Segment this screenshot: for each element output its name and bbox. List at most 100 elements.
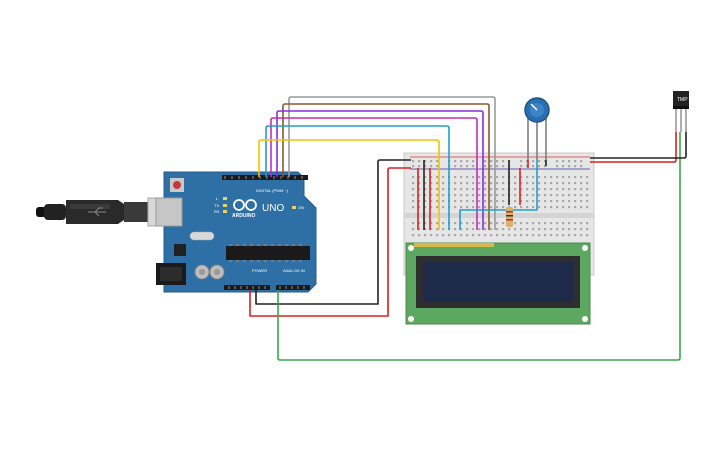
- breadboard-hole[interactable]: [532, 182, 535, 185]
- breadboard-hole[interactable]: [478, 206, 481, 209]
- breadboard-hole[interactable]: [586, 234, 589, 237]
- breadboard-hole[interactable]: [466, 176, 469, 179]
- breadboard-hole[interactable]: [478, 194, 481, 197]
- breadboard-hole[interactable]: [526, 182, 529, 185]
- breadboard-hole[interactable]: [556, 176, 559, 179]
- breadboard-hole[interactable]: [520, 206, 523, 209]
- breadboard-hole[interactable]: [568, 234, 571, 237]
- breadboard-hole[interactable]: [472, 228, 475, 231]
- breadboard-hole[interactable]: [574, 206, 577, 209]
- breadboard-hole[interactable]: [436, 188, 439, 191]
- breadboard-hole[interactable]: [460, 234, 463, 237]
- breadboard-hole[interactable]: [514, 182, 517, 185]
- breadboard-hole[interactable]: [430, 228, 433, 231]
- breadboard-hole[interactable]: [568, 165, 571, 168]
- breadboard-hole[interactable]: [526, 194, 529, 197]
- breadboard-hole[interactable]: [502, 194, 505, 197]
- breadboard-hole[interactable]: [424, 182, 427, 185]
- breadboard-hole[interactable]: [574, 200, 577, 203]
- breadboard-hole[interactable]: [478, 200, 481, 203]
- breadboard-hole[interactable]: [514, 234, 517, 237]
- breadboard-hole[interactable]: [484, 206, 487, 209]
- breadboard-hole[interactable]: [436, 228, 439, 231]
- breadboard-hole[interactable]: [430, 194, 433, 197]
- breadboard-hole[interactable]: [484, 182, 487, 185]
- breadboard-hole[interactable]: [484, 165, 487, 168]
- breadboard-hole[interactable]: [532, 176, 535, 179]
- breadboard-hole[interactable]: [490, 165, 493, 168]
- breadboard-hole[interactable]: [574, 228, 577, 231]
- wire-red-sensor[interactable]: [590, 132, 677, 163]
- breadboard-hole[interactable]: [484, 200, 487, 203]
- breadboard-hole[interactable]: [454, 176, 457, 179]
- wire-black-sensor[interactable]: [590, 132, 687, 159]
- breadboard-hole[interactable]: [430, 182, 433, 185]
- wire-purple[interactable]: [276, 110, 484, 230]
- breadboard-hole[interactable]: [418, 206, 421, 209]
- wire-gray[interactable]: [288, 96, 496, 230]
- breadboard-hole[interactable]: [568, 160, 571, 163]
- wire-magenta[interactable]: [270, 117, 478, 230]
- breadboard-hole[interactable]: [424, 206, 427, 209]
- breadboard-hole[interactable]: [430, 200, 433, 203]
- breadboard-hole[interactable]: [580, 206, 583, 209]
- breadboard-hole[interactable]: [436, 206, 439, 209]
- breadboard-hole[interactable]: [436, 182, 439, 185]
- breadboard-hole[interactable]: [520, 160, 523, 163]
- breadboard-hole[interactable]: [520, 200, 523, 203]
- breadboard-hole[interactable]: [424, 200, 427, 203]
- breadboard-hole[interactable]: [544, 176, 547, 179]
- breadboard-hole[interactable]: [478, 222, 481, 225]
- breadboard-hole[interactable]: [496, 182, 499, 185]
- breadboard-hole[interactable]: [412, 165, 415, 168]
- breadboard-hole[interactable]: [496, 206, 499, 209]
- breadboard-hole[interactable]: [412, 182, 415, 185]
- breadboard-hole[interactable]: [538, 176, 541, 179]
- breadboard-hole[interactable]: [490, 228, 493, 231]
- breadboard-hole[interactable]: [496, 165, 499, 168]
- breadboard-hole[interactable]: [490, 222, 493, 225]
- breadboard-hole[interactable]: [556, 160, 559, 163]
- breadboard-hole[interactable]: [562, 222, 565, 225]
- breadboard-hole[interactable]: [562, 188, 565, 191]
- breadboard-hole[interactable]: [544, 165, 547, 168]
- breadboard-hole[interactable]: [460, 176, 463, 179]
- breadboard-hole[interactable]: [574, 222, 577, 225]
- breadboard-hole[interactable]: [514, 176, 517, 179]
- breadboard-hole[interactable]: [442, 228, 445, 231]
- breadboard-hole[interactable]: [466, 165, 469, 168]
- wire-cyan-pot[interactable]: [459, 160, 538, 230]
- breadboard-hole[interactable]: [520, 176, 523, 179]
- breadboard-hole[interactable]: [550, 234, 553, 237]
- breadboard-hole[interactable]: [568, 188, 571, 191]
- breadboard-hole[interactable]: [484, 222, 487, 225]
- breadboard-hole[interactable]: [436, 194, 439, 197]
- breadboard-hole[interactable]: [538, 165, 541, 168]
- breadboard-hole[interactable]: [514, 206, 517, 209]
- breadboard-hole[interactable]: [574, 234, 577, 237]
- breadboard-hole[interactable]: [442, 234, 445, 237]
- breadboard-hole[interactable]: [418, 176, 421, 179]
- breadboard-hole[interactable]: [418, 222, 421, 225]
- breadboard-hole[interactable]: [514, 222, 517, 225]
- breadboard-hole[interactable]: [424, 165, 427, 168]
- breadboard-hole[interactable]: [520, 222, 523, 225]
- wire-cyan[interactable]: [265, 125, 450, 230]
- breadboard-hole[interactable]: [496, 176, 499, 179]
- breadboard-hole[interactable]: [502, 160, 505, 163]
- breadboard-hole[interactable]: [562, 200, 565, 203]
- breadboard-hole[interactable]: [460, 194, 463, 197]
- breadboard-hole[interactable]: [436, 222, 439, 225]
- breadboard-hole[interactable]: [580, 188, 583, 191]
- breadboard-hole[interactable]: [490, 176, 493, 179]
- breadboard-hole[interactable]: [460, 165, 463, 168]
- breadboard-hole[interactable]: [442, 222, 445, 225]
- breadboard-hole[interactable]: [580, 228, 583, 231]
- breadboard-hole[interactable]: [586, 176, 589, 179]
- breadboard-hole[interactable]: [430, 222, 433, 225]
- breadboard-hole[interactable]: [532, 194, 535, 197]
- breadboard-hole[interactable]: [586, 188, 589, 191]
- breadboard-hole[interactable]: [502, 228, 505, 231]
- breadboard-hole[interactable]: [586, 222, 589, 225]
- breadboard-hole[interactable]: [502, 222, 505, 225]
